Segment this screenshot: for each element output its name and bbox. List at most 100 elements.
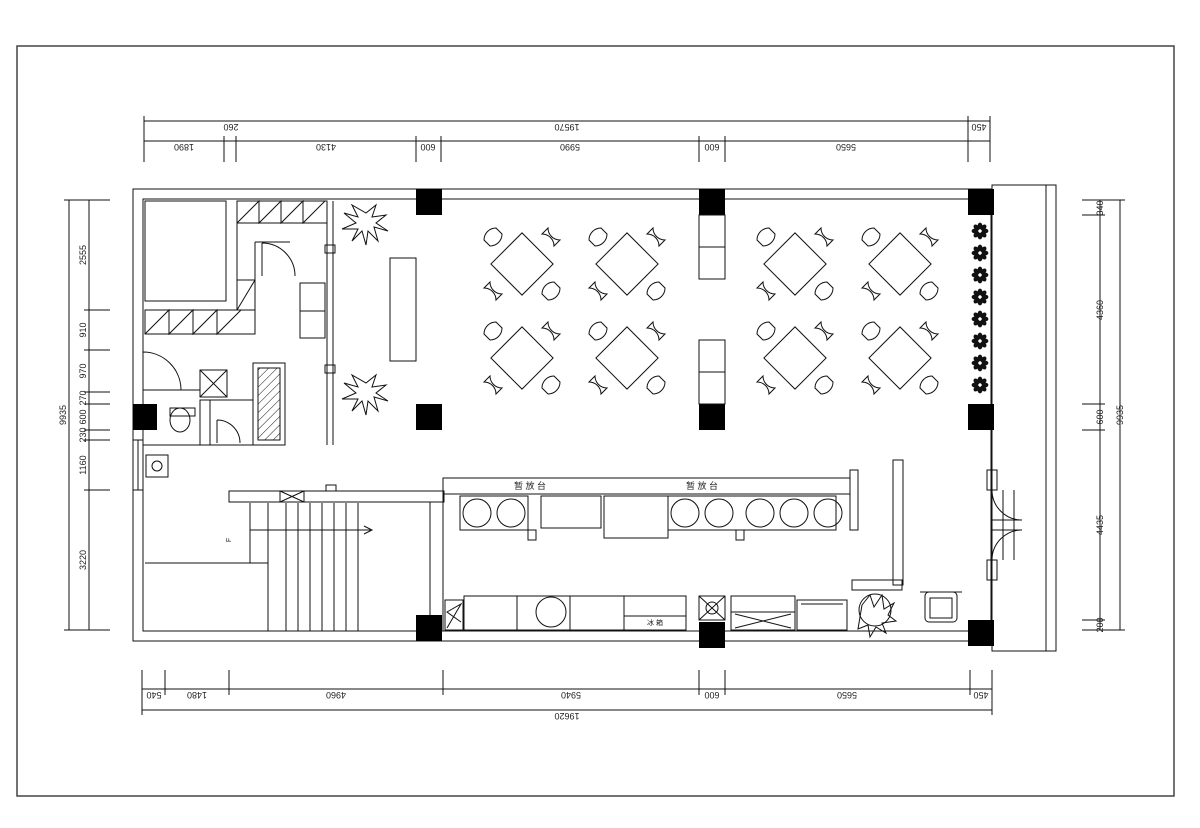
chair bbox=[813, 226, 835, 248]
dim-bottom-seg-4: 5940 bbox=[561, 690, 581, 700]
stair-hall bbox=[145, 484, 445, 631]
dining-set bbox=[587, 226, 667, 302]
prep-counter bbox=[442, 469, 859, 541]
bottom-dimensions bbox=[141, 670, 993, 715]
chair bbox=[861, 321, 881, 341]
chair bbox=[587, 280, 609, 302]
chair bbox=[860, 374, 882, 396]
sheet-frame bbox=[16, 45, 1175, 797]
dining-set bbox=[755, 226, 835, 302]
planter bbox=[971, 354, 989, 372]
kitchen-partition bbox=[851, 459, 904, 591]
dim-bottom-seg-3: 4960 bbox=[326, 690, 346, 700]
counter-label-2: 暂 放 台 bbox=[686, 480, 718, 491]
dim-top-overall: 19570 bbox=[554, 122, 579, 132]
stair-treads bbox=[249, 503, 374, 631]
dim-right-seg-1: 340 bbox=[1095, 200, 1105, 215]
dim-left-seg-1: 2555 bbox=[78, 245, 88, 265]
chair bbox=[540, 226, 562, 248]
dim-top-seg-5: 600 bbox=[704, 142, 719, 152]
toilet-area bbox=[133, 351, 286, 491]
chair bbox=[918, 226, 940, 248]
table-top bbox=[490, 232, 554, 296]
dim-left-seg-4: 270 bbox=[78, 390, 88, 405]
stair-mark: F bbox=[226, 538, 233, 542]
fridge-label: 冰 箱 bbox=[647, 618, 663, 627]
chair bbox=[919, 375, 939, 395]
chair bbox=[645, 320, 667, 342]
dim-left-seg-6: 230 bbox=[78, 427, 88, 442]
long-bar-table bbox=[389, 257, 417, 362]
dim-left-seg-2: 910 bbox=[78, 322, 88, 337]
dining-set bbox=[482, 226, 562, 302]
plant-top bbox=[341, 203, 389, 246]
chair bbox=[813, 320, 835, 342]
dim-right-seg-4: 4435 bbox=[1095, 515, 1105, 535]
chair bbox=[541, 281, 561, 301]
dining-set bbox=[482, 320, 562, 396]
dim-right-overall: 9935 bbox=[1115, 405, 1125, 425]
dim-right-seg-2: 4360 bbox=[1095, 300, 1105, 320]
dim-bottom-seg-5: 600 bbox=[704, 690, 719, 700]
table-top bbox=[763, 326, 827, 390]
dim-top-extra: 260 bbox=[223, 122, 238, 132]
chair bbox=[482, 280, 504, 302]
dining-set bbox=[860, 226, 940, 302]
chair bbox=[588, 227, 608, 247]
chair bbox=[483, 227, 503, 247]
table-top bbox=[595, 326, 659, 390]
chair bbox=[756, 227, 776, 247]
chair bbox=[755, 280, 777, 302]
structural-columns bbox=[133, 189, 994, 648]
planter bbox=[971, 310, 989, 328]
right-dimensions bbox=[1082, 199, 1125, 631]
chair bbox=[860, 280, 882, 302]
armchair bbox=[920, 591, 962, 623]
storage-room bbox=[144, 199, 328, 339]
chair bbox=[541, 375, 561, 395]
entrance-door bbox=[986, 469, 1023, 581]
dim-top-seg-6: 5650 bbox=[836, 142, 856, 152]
chair bbox=[861, 227, 881, 247]
dining-set bbox=[587, 320, 667, 396]
chair bbox=[814, 281, 834, 301]
dim-left-seg-8: 3220 bbox=[78, 550, 88, 570]
dim-right-seg-3: 600 bbox=[1095, 409, 1105, 424]
planter bbox=[971, 222, 989, 240]
chair bbox=[646, 281, 666, 301]
chair bbox=[588, 321, 608, 341]
chair bbox=[918, 320, 940, 342]
back-counter bbox=[444, 595, 848, 631]
planter bbox=[971, 376, 989, 394]
chair bbox=[814, 375, 834, 395]
dim-bottom-seg-2: 1480 bbox=[187, 690, 207, 700]
dim-top-seg-2: 4130 bbox=[316, 142, 336, 152]
left-dimensions bbox=[64, 199, 110, 631]
chair bbox=[646, 375, 666, 395]
chair bbox=[482, 374, 504, 396]
table-top bbox=[595, 232, 659, 296]
dim-bottom-seg-7: 450 bbox=[973, 690, 988, 700]
chair bbox=[645, 226, 667, 248]
dim-left-seg-5: 600 bbox=[78, 409, 88, 424]
dim-top-right-end: 450 bbox=[971, 122, 986, 132]
bench-seats bbox=[698, 214, 726, 405]
dining-area bbox=[482, 226, 940, 396]
dim-left-overall: 9935 bbox=[58, 405, 68, 425]
partition-planter bbox=[324, 201, 336, 445]
dim-bottom-seg-1: 540 bbox=[146, 690, 161, 700]
dim-left-seg-7: 1160 bbox=[78, 455, 88, 474]
chair bbox=[919, 281, 939, 301]
table-top bbox=[868, 326, 932, 390]
dim-top-seg-3: 600 bbox=[420, 142, 435, 152]
table-top bbox=[763, 232, 827, 296]
plant-kitchen bbox=[857, 593, 898, 639]
dim-bottom-seg-6: 5650 bbox=[837, 690, 857, 700]
counter-label: 暂 放 台 bbox=[514, 480, 546, 491]
chair bbox=[540, 320, 562, 342]
planter bbox=[971, 332, 989, 350]
table-top bbox=[868, 232, 932, 296]
top-dimensions bbox=[143, 116, 991, 162]
chair bbox=[756, 321, 776, 341]
